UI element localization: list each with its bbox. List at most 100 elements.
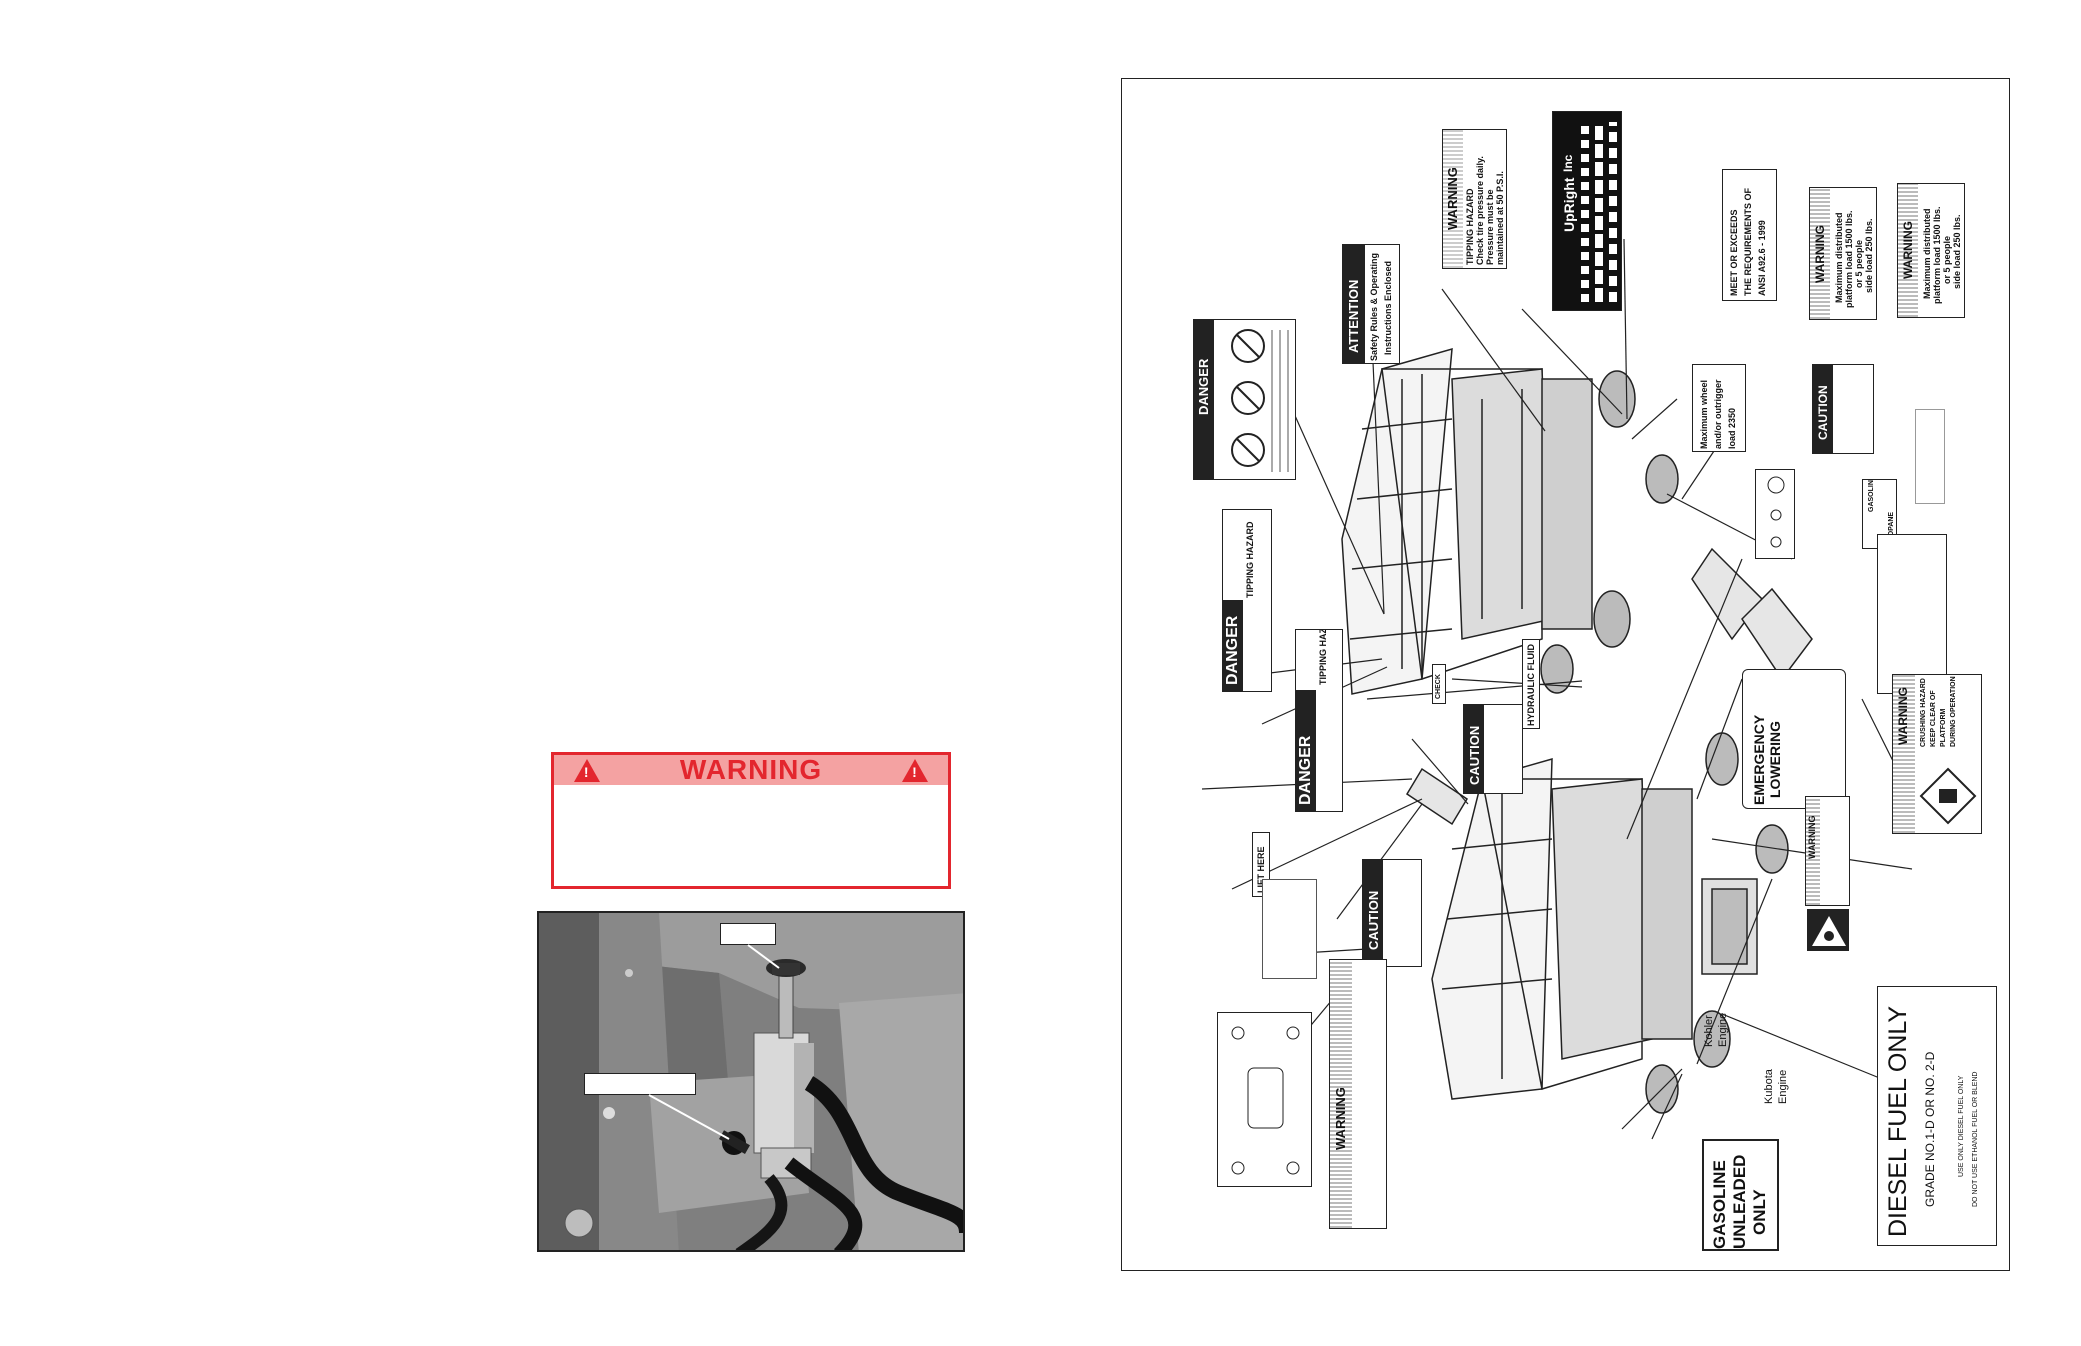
decal-line: or 5 people [1854, 239, 1864, 288]
decal-upright-plate: UpRight Inc [1552, 111, 1622, 311]
decal-line: MEET OR EXCEEDS [1729, 209, 1739, 296]
kohler-label-2: Engine [1717, 1013, 1729, 1047]
decal-small-text [1915, 409, 1945, 504]
warning-triangle-icon: ! [573, 758, 600, 782]
callout-leader-lines [648, 944, 780, 1140]
decal-emergency-lowering: EMERGENCY LOWERING [1742, 669, 1846, 809]
decal-line: GRADE NO.1-D OR NO. 2-D [1923, 1051, 1937, 1207]
decal-warning-battery: WARNING [1805, 796, 1850, 906]
decal-line: platform load 1500 lbs. [1932, 206, 1942, 304]
kohler-label: Kohler [1703, 1015, 1715, 1047]
decal-control-panel [1755, 469, 1795, 559]
decal-wheel-load: Maximum wheel and/or outrigger load 2350 [1692, 364, 1746, 452]
decal-title: DIESEL FUEL ONLY [1884, 1005, 1912, 1237]
decal-line: CHECK [1435, 674, 1442, 699]
decal-line: and/or outrigger [1713, 379, 1723, 450]
decal-location-sheet: DANGER ATTENTION Safety Rules & Operatin… [1121, 78, 2010, 1271]
decal-line: DO NOT USE ETHANOL FUEL OR BLEND [1972, 1071, 1979, 1208]
brand-suffix: Inc [1561, 154, 1575, 172]
decal-check: CHECK [1432, 664, 1446, 704]
decal-line: Instructions Enclosed [1383, 260, 1393, 355]
decal-warning-load: WARNING Maximum distributed platform loa… [1809, 187, 1877, 320]
decal-line: Check tire pressure daily. [1475, 156, 1485, 265]
decal-line: Maximum distributed [1834, 212, 1844, 303]
brand-name: UpRight [1561, 177, 1577, 232]
kubota-label: Kubota [1763, 1069, 1775, 1104]
decal-warning-outriggers: WARNING [1329, 959, 1387, 1229]
decal-subtitle: TIPPING HAZARD [1245, 521, 1255, 599]
decal-caution-limit: CAUTION [1812, 364, 1874, 454]
decal-line: EMERGENCY [1751, 714, 1767, 805]
warning-banner-title: WARNING [679, 754, 823, 785]
decal-line: or 5 people [1942, 235, 1952, 284]
callout-box-left [584, 1073, 696, 1095]
explosion-hazard-icon [1807, 909, 1849, 951]
valve-photo [537, 911, 965, 1252]
decal-title: WARNING [1813, 225, 1827, 283]
decal-line: KEEP CLEAR OF [1930, 690, 1937, 747]
valve-photo-image [539, 913, 963, 1250]
decal-subtitle: TIPPING HAZARD [1318, 629, 1328, 685]
decal-line: ONLY [1750, 1189, 1769, 1235]
decal-line: PLATFORM [1940, 708, 1947, 747]
callout-box-top [720, 923, 776, 945]
decal-title: ATTENTION [1346, 279, 1361, 353]
decal-line: TIPPING HAZARD [1465, 188, 1475, 266]
decal-instructions [1877, 534, 1947, 694]
decal-diesel-only: DIESEL FUEL ONLY GRADE NO.1-D OR NO. 2-D… [1877, 986, 1997, 1246]
decal-title: DANGER [1196, 358, 1211, 415]
decal-line: USE ONLY DIESEL FUEL ONLY [1958, 1075, 1965, 1177]
decal-gasoline-only: GASOLINE UNLEADED ONLY [1702, 1139, 1779, 1251]
warning-banner-header: ! WARNING ! [554, 754, 948, 785]
scissor-lift-illustration [1201, 238, 1913, 1140]
decal-hydraulic-fluid: HYDRAULIC FLUID [1522, 639, 1540, 729]
decal-title: WARNING [1333, 1087, 1348, 1150]
decal-title: WARNING [1896, 687, 1910, 745]
decal-line: GASOLINE [1710, 1160, 1729, 1249]
decal-warning-crushing: WARNING CRUSHING HAZARD KEEP CLEAR OF PL… [1892, 674, 1982, 834]
decal-line: THE REQUIREMENTS OF [1743, 187, 1753, 296]
decal-line: Maximum wheel [1699, 379, 1709, 449]
decal-title: WARNING [1807, 815, 1817, 860]
kohler-line2: Engine [1717, 1012, 1729, 1047]
decal-line: DURING OPERATION [1950, 676, 1957, 747]
decal-line: Pressure must be [1485, 189, 1495, 265]
decal-line: Safety Rules & Operating [1369, 252, 1379, 361]
decal-caution-lower: CAUTION [1362, 859, 1422, 967]
decal-danger-tipping: DANGER TIPPING HAZARD [1295, 629, 1343, 812]
kubota-line2: Engine [1777, 1069, 1789, 1104]
decal-title: DANGER [1297, 735, 1314, 805]
decal-ansi: MEET OR EXCEEDS THE REQUIREMENTS OF ANSI… [1722, 169, 1777, 301]
kubota-line1: Kubota [1763, 1069, 1775, 1104]
decal-title: CAUTION [1816, 385, 1830, 440]
warning-triangle-icon: ! [902, 758, 929, 782]
decal-attention: ATTENTION Safety Rules & Operating Instr… [1342, 244, 1400, 364]
decal-line: Maximum distributed [1922, 208, 1932, 299]
decal-title: WARNING [1445, 167, 1460, 230]
kubota-label-2: Engine [1777, 1070, 1789, 1104]
decal-line: side load 250 lbs. [1864, 218, 1874, 293]
decal-danger-tipping: DANGER TIPPING HAZARD [1222, 509, 1272, 692]
decal-line: CRUSHING HAZARD [1920, 678, 1927, 747]
decal-line: ANSI A92.6 - 1999 [1757, 220, 1767, 296]
decal-caution-tipping: CAUTION [1463, 704, 1523, 794]
crush-hazard-icon [1919, 767, 1977, 825]
warning-banner: ! WARNING ! [551, 752, 951, 889]
decal-warning-load: WARNING Maximum distributed platform loa… [1897, 183, 1965, 318]
decal-title: WARNING [1901, 221, 1915, 279]
decal-line: load 2350 [1727, 407, 1737, 449]
decal-line: UNLEADED [1730, 1154, 1749, 1249]
decal-line: maintained at 50 P.S.I. [1495, 171, 1505, 265]
decal-text-small [1262, 879, 1317, 979]
no-symbols-icon [1231, 329, 1289, 472]
decal-title: CAUTION [1366, 890, 1381, 950]
decal-line: HYDRAULIC FLUID [1526, 644, 1536, 726]
decal-danger-electrocution: DANGER [1193, 319, 1296, 480]
decal-title: DANGER [1224, 615, 1241, 685]
decal-line: side load 250 lbs. [1952, 214, 1962, 289]
decal-control-box [1217, 1012, 1312, 1187]
decal-line: GASOLINE [1868, 479, 1875, 512]
decal-line: LOWERING [1767, 721, 1783, 798]
kohler-line1: Kohler [1703, 1015, 1715, 1047]
decal-line: platform load 1500 lbs. [1844, 210, 1854, 308]
